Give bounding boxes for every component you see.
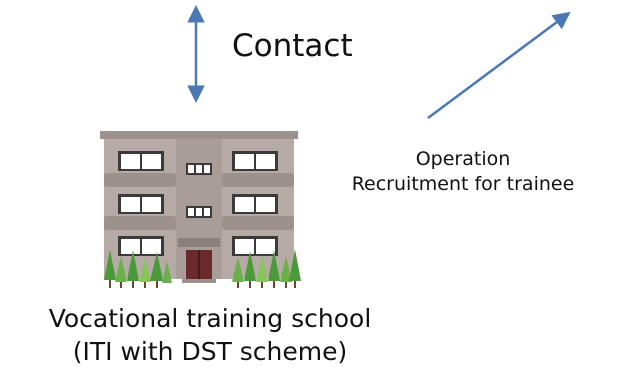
tree-icon: [232, 249, 301, 282]
building-icon: [100, 131, 298, 283]
school-subtitle: (ITI with DST scheme): [72, 337, 348, 366]
school-label-group: Vocational training school (ITI with DST…: [0, 302, 420, 368]
contact-label: Contact: [232, 28, 353, 64]
school-name: Vocational training school: [48, 304, 372, 333]
recruitment-label: Recruitment for trainee: [351, 173, 575, 195]
tree-trunks: [109, 280, 296, 288]
tree-icon: [104, 250, 172, 283]
operation-label: Operation: [415, 148, 511, 170]
operation-arrow: [427, 11, 571, 120]
operation-label-group: Operation Recruitment for trainee: [318, 147, 608, 197]
